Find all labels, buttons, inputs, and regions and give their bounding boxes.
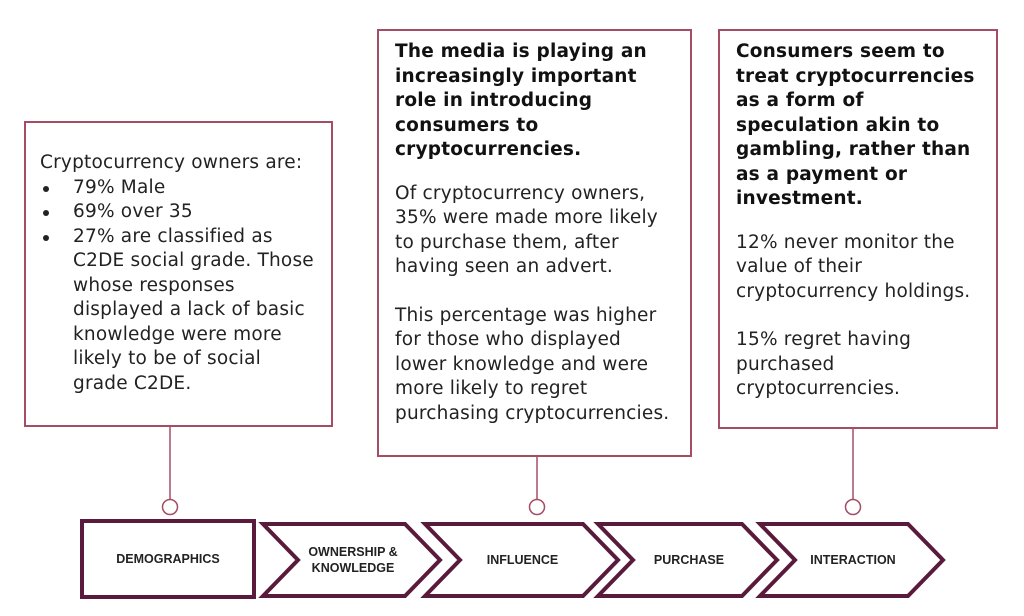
stage-shape-purchase xyxy=(593,522,780,598)
stage-label-interaction: INTERACTION xyxy=(810,553,896,567)
demographics-bullet-male: 79% Male xyxy=(40,176,317,201)
influence-paragraph-advert: Of cryptocurrency owners, 35% were made … xyxy=(395,182,658,278)
demographics-intro: Cryptocurrency owners are: xyxy=(40,152,303,173)
demographics-bullet-age: 69% over 35 xyxy=(40,200,317,225)
demographics-box: Cryptocurrency owners are: 79% Male 69% … xyxy=(24,121,333,427)
interaction-paragraph-regret: 15% regret having purchased cryptocurren… xyxy=(736,329,912,399)
stage-label-purchase: PURCHASE xyxy=(653,553,725,567)
stage-shape-interaction xyxy=(755,522,946,598)
demographics-list: 79% Male 69% over 35 27% are classified … xyxy=(40,176,317,397)
stage-label-demographics: DEMOGRAPHICS xyxy=(116,552,220,566)
stage-label-ownership: OWNERSHIP & KNOWLEDGE xyxy=(308,545,398,575)
influence-heading: The media is playing an increasingly imp… xyxy=(395,41,647,160)
connector-node-influence xyxy=(528,498,546,516)
demographics-bullet-social-grade: 27% are classified as C2DE social grade.… xyxy=(40,225,317,397)
connector-node-demographics xyxy=(161,498,179,516)
stage-shape-demographics xyxy=(80,519,256,599)
influence-box: The media is playing an increasingly imp… xyxy=(377,29,692,457)
stage-shape-influence xyxy=(420,522,621,598)
interaction-paragraph-monitor: 12% never monitor the value of their cry… xyxy=(736,231,971,302)
influence-paragraph-knowledge: This percentage was higher for those who… xyxy=(395,304,670,424)
interaction-heading: Consumers seem to treat cryptocurrencies… xyxy=(736,41,975,209)
connector-node-interaction xyxy=(844,498,862,516)
stage-shape-ownership xyxy=(258,522,443,598)
interaction-box: Consumers seem to treat cryptocurrencies… xyxy=(718,29,998,429)
stage-label-influence: INFLUENCE xyxy=(486,553,559,567)
